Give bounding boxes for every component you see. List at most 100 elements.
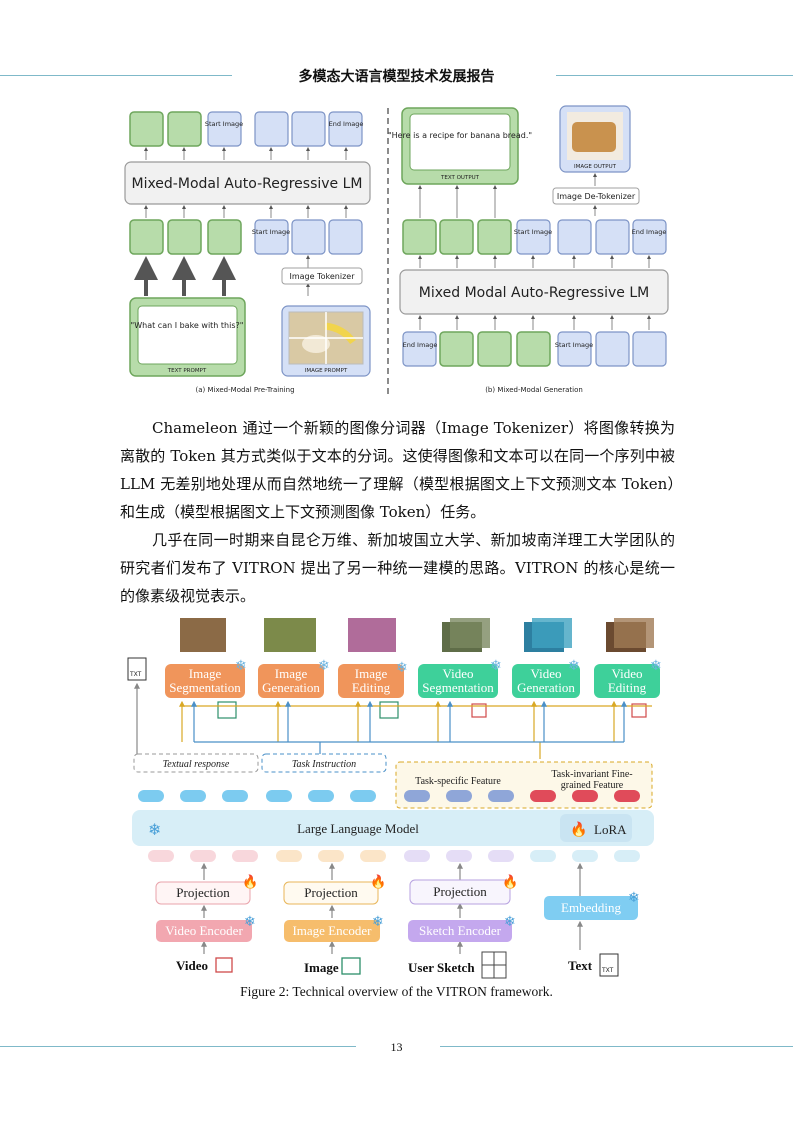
paragraph-chameleon: Chameleon 通过一个新颖的图像分词器（Image Tokenizer）将… <box>120 419 675 521</box>
footer-rule-left <box>0 1046 356 1047</box>
txt-icon-bottom: TXT <box>601 967 614 974</box>
task-invariant-label-2: grained Feature <box>561 780 624 791</box>
input-video-label: Video <box>176 958 208 973</box>
svg-text:Image: Image <box>275 666 308 681</box>
lm-label-left: Mixed-Modal Auto-Regressive LM <box>131 176 362 192</box>
textual-response-box <box>133 753 259 773</box>
projection-label-1: Projection <box>176 885 230 900</box>
start-image-bottom-label: Start Image <box>555 341 593 349</box>
svg-text:❄: ❄ <box>372 914 384 930</box>
page-header-title: 多模态大语言模型技术发展报告 <box>298 69 495 85</box>
fire-icon: 🔥 <box>570 821 587 838</box>
figure2-caption: Figure 2: Technical overview of the VITR… <box>240 984 553 999</box>
svg-text:Image: Image <box>355 666 388 681</box>
llm-bar <box>132 810 654 846</box>
projection-box-video <box>155 881 251 905</box>
task-thumbnails <box>180 618 654 652</box>
image-tokenizer-box <box>281 267 363 285</box>
start-image-label: Start Image <box>252 228 290 236</box>
image-tokenizer-label: Image Tokenizer <box>290 272 356 281</box>
svg-text:Generation: Generation <box>262 680 320 695</box>
image-detokenizer-box <box>552 187 640 205</box>
svg-text:Generation: Generation <box>517 680 575 695</box>
start-image-top-label: Start Image <box>205 120 243 128</box>
svg-text:❄: ❄ <box>244 914 256 930</box>
video-input-icon <box>215 957 233 973</box>
body-text: Chameleon 通过一个新颖的图像分词器（Image Tokenizer）将… <box>120 414 675 610</box>
video-encoder-box <box>156 920 252 942</box>
embedding-label: Embedding <box>561 900 621 915</box>
text-prompt-label: TEXT PROMPT <box>167 368 207 374</box>
sketch-encoder-box <box>408 920 512 942</box>
end-image-bottom-label: End Image <box>403 341 438 349</box>
lm-box-right <box>399 269 669 315</box>
svg-text:🔥: 🔥 <box>242 874 258 890</box>
task-invariant-label-1: Task-invariant Fine- <box>551 769 632 780</box>
start-image-right-label: Start Image <box>514 228 552 236</box>
svg-text:❄: ❄ <box>490 658 502 674</box>
svg-text:Video: Video <box>443 666 474 681</box>
sketch-encoder-label: Sketch Encoder <box>419 923 502 938</box>
svg-text:Video: Video <box>531 666 562 681</box>
task-instruction-box <box>261 753 387 773</box>
svg-text:❄: ❄ <box>628 890 640 906</box>
video-icon <box>471 703 487 718</box>
image-detokenizer-label: Image De-Tokenizer <box>557 192 636 201</box>
svg-text:Segmentation: Segmentation <box>422 680 494 695</box>
svg-text:❄: ❄ <box>396 660 408 676</box>
svg-text:🔥: 🔥 <box>370 874 386 890</box>
video-encoder-label: Video Encoder <box>165 923 243 938</box>
task-image-seg-2: Segmentation <box>169 680 241 695</box>
svg-text:❄: ❄ <box>568 658 580 674</box>
image-input-icon <box>341 957 361 975</box>
image-encoder-box <box>284 920 380 942</box>
chameleon-figure: Start Image End Image Mixed-Modal Auto-R… <box>124 105 669 395</box>
image-icon <box>217 701 237 719</box>
svg-text:Editing: Editing <box>352 680 391 695</box>
svg-text:❄: ❄ <box>504 914 516 930</box>
image-output-label: IMAGE OUTPUT <box>574 164 617 170</box>
task-image-seg-1: Image <box>189 666 222 681</box>
lora-label: LoRA <box>594 822 627 837</box>
svg-text:❄: ❄ <box>318 658 330 674</box>
projection-label-3: Projection <box>433 884 487 899</box>
generation-panel: "Here is a recipe for banana bread." TEX… <box>388 105 669 394</box>
header-rule-left <box>0 75 232 76</box>
end-image-right-label: End Image <box>632 228 667 236</box>
input-image-label: Image <box>304 960 339 975</box>
image-encoder-label: Image Encoder <box>292 923 372 938</box>
projection-box-image <box>283 881 379 905</box>
input-text-label: Text <box>568 958 593 973</box>
pretraining-caption: (a) Mixed-Modal Pre-Training <box>195 386 294 394</box>
input-sketch-label: User Sketch <box>408 960 475 975</box>
svg-text:Editing: Editing <box>608 680 647 695</box>
task-specific-label: Task-specific Feature <box>415 776 501 787</box>
footer-rule-right <box>440 1046 793 1047</box>
output-text: "Here is a recipe for banana bread." <box>388 131 532 140</box>
txt-input-icon <box>599 953 619 977</box>
svg-text:❄: ❄ <box>650 658 662 674</box>
textual-response-label: Textual response <box>163 759 230 770</box>
svg-text:🔥: 🔥 <box>502 874 518 890</box>
image-prompt-label: IMAGE PROMPT <box>305 368 348 374</box>
generation-caption: (b) Mixed-Modal Generation <box>485 386 583 394</box>
paragraph-vitron: 几乎在同一时期来自昆仑万维、新加坡国立大学、新加坡南洋理工大学团队的研究者们发布… <box>120 531 675 605</box>
lm-label-right: Mixed Modal Auto-Regressive LM <box>419 285 649 301</box>
prompt-text: "What can I bake with this?" <box>131 321 244 330</box>
lm-box-left <box>124 161 371 205</box>
header-rule-right <box>556 75 793 76</box>
pretraining-panel: Start Image End Image Mixed-Modal Auto-R… <box>124 111 371 394</box>
txt-icon-top: TXT <box>129 671 142 678</box>
end-image-top-label: End Image <box>329 120 364 128</box>
page-number: 13 <box>390 1040 403 1054</box>
svg-text:Video: Video <box>612 666 643 681</box>
task-instruction-label: Task Instruction <box>292 759 356 770</box>
snowflake-icon: ❄ <box>235 658 247 674</box>
text-output-label: TEXT OUTPUT <box>440 175 480 181</box>
llm-label: Large Language Model <box>297 821 419 836</box>
projection-label-2: Projection <box>304 885 358 900</box>
embedding-box <box>544 896 638 920</box>
llm-snowflake-icon: ❄ <box>148 820 161 839</box>
projection-box-sketch <box>409 879 511 905</box>
